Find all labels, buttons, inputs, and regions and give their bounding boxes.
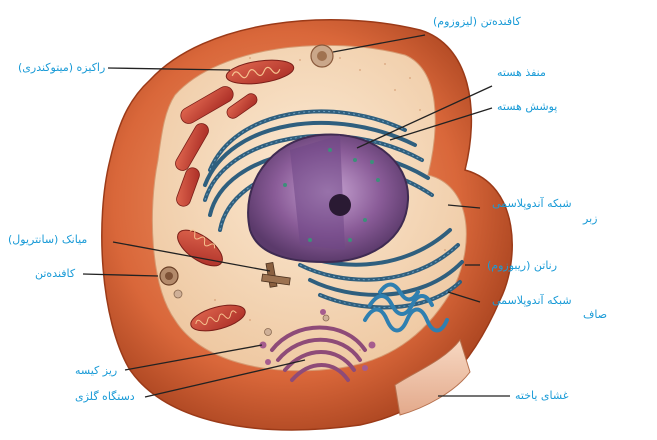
nucleus — [247, 133, 410, 264]
label-ribosome: رناتن (ریبوزوم) — [487, 259, 558, 272]
label-cell-membrane: غشای یاخته — [515, 389, 569, 402]
lysosome-left — [159, 266, 330, 336]
golgi-vesicles — [259, 309, 376, 371]
label-lysosome: کافنده‌تن (لیزوزوم) — [433, 15, 521, 28]
label-smooth-er-2: صاف — [583, 308, 608, 321]
centriole — [261, 262, 291, 288]
label-centriole: میانک (سانتریول) — [8, 233, 88, 246]
membrane-slab — [394, 338, 471, 416]
rough-er-highlight — [204, 110, 461, 308]
label-rough-er-2: زبر — [583, 212, 598, 225]
mitochondrion-top — [225, 59, 295, 85]
label-vesicle: ریز کیسه — [75, 364, 118, 377]
label-mitochondrion: راکیزه (میتوکندری) — [18, 61, 106, 74]
label-lysosome-left: کافنده‌تن — [35, 267, 76, 280]
mitochondria-red — [175, 86, 258, 207]
leader-lines — [82, 34, 510, 398]
mitochondrion-lower — [177, 229, 246, 332]
label-nuclear-envelope: پوشش هسته — [497, 100, 558, 113]
label-rough-er-1: شبکه آندوپلاسمی — [492, 197, 572, 210]
lysosome-top — [310, 44, 334, 68]
label-smooth-er-1: شبکه آندوپلاسمی — [492, 294, 572, 307]
label-nuclear-pore: منفذ هسته — [497, 66, 546, 79]
label-golgi: دستگاه گلژی — [75, 390, 135, 403]
smooth-er — [363, 282, 449, 333]
